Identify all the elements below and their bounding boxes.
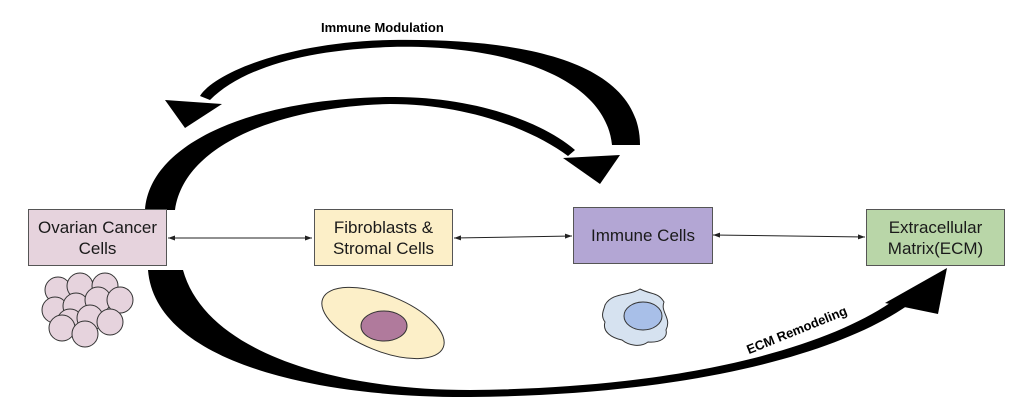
immune-modulation-label: Immune Modulation: [321, 20, 444, 35]
ovarian-to-immune-arrowhead: [563, 155, 620, 184]
immune-cell-icon: [602, 288, 669, 346]
connector-fibroblasts-immune: [453, 233, 573, 241]
ecm-remodeling-arrow: [148, 270, 915, 398]
fibroblast-cell-icon: [321, 286, 445, 360]
cancer-cell-cluster-icon: [41, 272, 134, 348]
ovarian-to-immune-arrow: [145, 96, 575, 210]
node-fibroblasts-stromal-cells[interactable]: Fibroblasts & Stromal Cells: [314, 209, 453, 266]
node-ovarian-cancer-cells[interactable]: Ovarian Cancer Cells: [28, 209, 167, 266]
node-extracellular-matrix[interactable]: Extracellular Matrix(ECM): [866, 209, 1005, 266]
ecm-remodeling-arrowhead: [885, 268, 947, 314]
connector-immune-ecm: [712, 232, 866, 240]
cancer-cell: [48, 314, 76, 342]
immune-modulation-arrow: [200, 39, 640, 145]
cancer-cell: [71, 320, 99, 348]
node-immune-cells[interactable]: Immune Cells: [573, 207, 713, 264]
cancer-cell: [96, 308, 124, 336]
immune-modulation-arrowhead: [165, 100, 222, 128]
